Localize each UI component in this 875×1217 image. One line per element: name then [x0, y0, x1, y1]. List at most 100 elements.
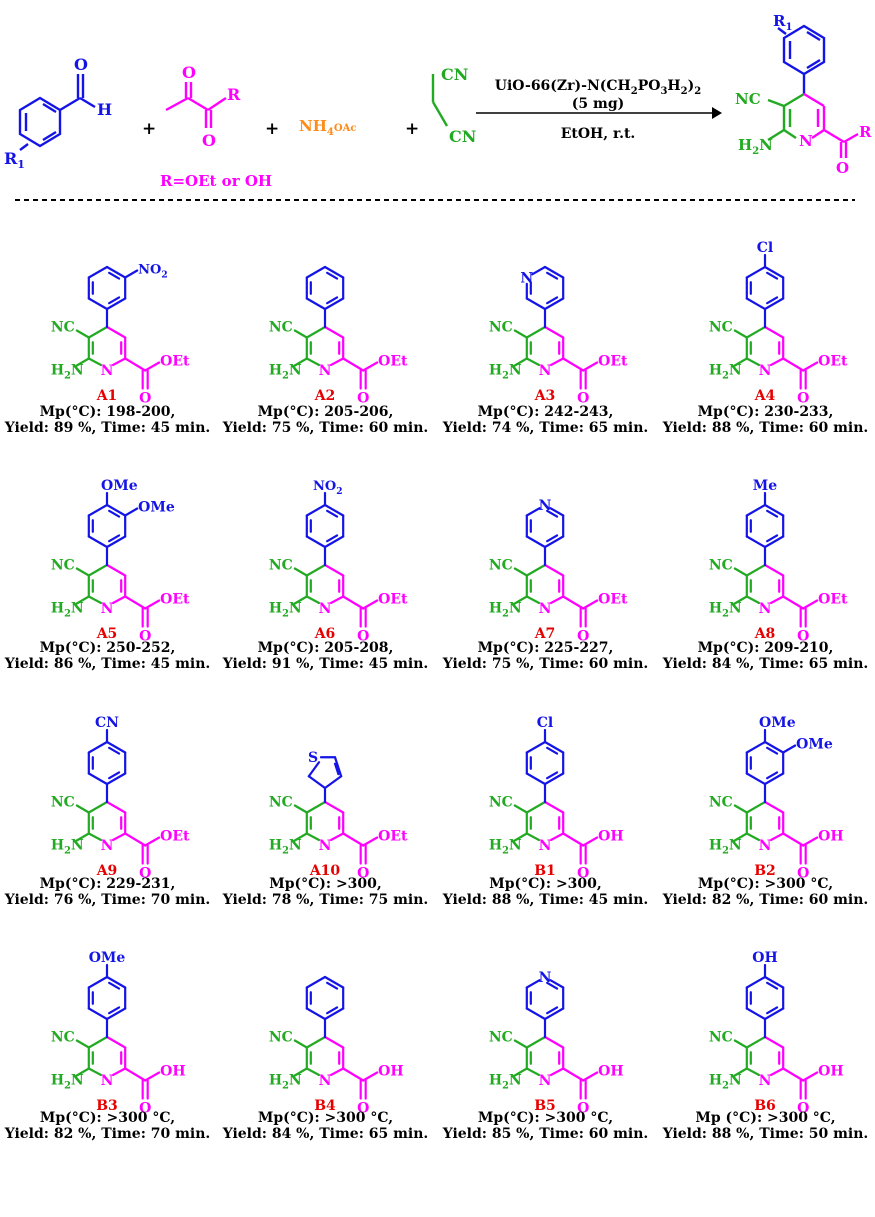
melting-point: Mp(°C): >300, [269, 876, 382, 892]
ester-group-label: OEt [160, 829, 190, 845]
pyridine-n-label: N [759, 601, 772, 617]
melting-point: Mp(°C): 250-252, [39, 640, 176, 656]
bond [293, 357, 308, 367]
substituent-label: CN [95, 715, 119, 731]
bond [305, 1067, 321, 1077]
bond [562, 832, 585, 847]
bond [111, 595, 127, 605]
melting-point: Mp (°C): >300 °C, [695, 1110, 836, 1126]
bond [144, 599, 161, 610]
plus-1: + [142, 119, 156, 139]
carbonyl-o-label: O [139, 1101, 151, 1117]
bond [766, 271, 779, 280]
bond [342, 832, 365, 847]
bond [87, 357, 103, 367]
bond [733, 357, 748, 367]
bond [513, 1039, 528, 1049]
bond [513, 804, 528, 814]
bond [769, 1067, 785, 1077]
bond [546, 271, 559, 280]
bond [329, 832, 345, 842]
ester-group-label: OEt [818, 592, 848, 608]
product-n-label: N [799, 132, 813, 150]
bond [549, 507, 565, 517]
bond [766, 296, 779, 305]
compound-grid: NNCH2NOOEtNO2A1NNCH2NOOEtA2NNCH2NOOEtNA3… [51, 240, 848, 1117]
bond [546, 534, 559, 543]
carbonyl-o-label: O [577, 629, 589, 645]
melting-point: Mp(°C): 205-208, [257, 640, 394, 656]
bond [87, 297, 109, 311]
carbonyl-o-label: O [139, 866, 151, 882]
pyridine-n-label: N [759, 1073, 772, 1089]
bond [111, 832, 127, 842]
bond [87, 740, 109, 754]
bond [546, 981, 559, 990]
bond [293, 567, 308, 577]
yield-time: Yield: 76 %, Time: 70 min. [4, 892, 211, 908]
bond [546, 771, 559, 780]
pyridine-n-label: N [539, 1073, 552, 1089]
cyano-label: NC [709, 1030, 733, 1046]
bond [763, 800, 785, 814]
compound-label: A1 [96, 388, 118, 404]
keto-o-label-1: O [182, 63, 196, 82]
bond [745, 357, 761, 367]
bond [87, 1035, 109, 1049]
compound-caption-a6: Mp(°C): 205-208,Yield: 91 %, Time: 45 mi… [216, 640, 435, 672]
bond [546, 296, 559, 305]
product-o-label: O [836, 159, 849, 177]
ring-n-label: N [520, 271, 533, 287]
bond [525, 800, 547, 814]
bond [802, 361, 819, 372]
ester-group-label: OH [818, 1064, 843, 1080]
substituent-label: Me [753, 478, 777, 494]
aldehyde-r1-label: R1 [4, 149, 25, 171]
amino-label: H2N [709, 1073, 742, 1092]
bond [745, 265, 767, 279]
malononitrile-structure [431, 74, 449, 127]
substituent-label: OH [752, 950, 777, 966]
bond [525, 1035, 547, 1049]
bond [782, 357, 805, 372]
bond [305, 1035, 327, 1049]
yield-time: Yield: 84 %, Time: 65 min. [662, 656, 869, 672]
bond [111, 357, 127, 367]
bond [108, 771, 121, 780]
carbonyl-o-label: O [139, 391, 151, 407]
yield-time: Yield: 84 %, Time: 65 min. [222, 1126, 429, 1142]
ester-group-label: OH [598, 829, 623, 845]
bond [543, 740, 565, 754]
bond [105, 800, 127, 814]
bond [105, 1035, 127, 1049]
compound-caption-a4: Mp(°C): 230-233,Yield: 88 %, Time: 60 mi… [656, 404, 875, 436]
thiophene-s-label: S [308, 750, 318, 766]
cyano-label: NC [51, 320, 75, 336]
bond [525, 297, 547, 311]
bond [342, 357, 365, 372]
bond [582, 1071, 599, 1082]
ketoester-structure [165, 82, 227, 128]
product-h2n-label: H2N [738, 136, 773, 157]
bond [733, 1039, 748, 1049]
product-r1-label: R1 [773, 12, 792, 33]
substituent-label: OMe [759, 715, 796, 731]
pyridine-n-label: N [319, 363, 332, 379]
compound-caption-a3: Mp(°C): 242-243,Yield: 74 %, Time: 65 mi… [436, 404, 655, 436]
bond [326, 981, 339, 990]
compound-label: B4 [314, 1098, 336, 1114]
aldehyde-o-label: O [74, 55, 88, 74]
bond [763, 265, 785, 279]
bond [582, 599, 599, 610]
bond [108, 296, 121, 305]
bond [513, 595, 528, 605]
bond [745, 1007, 767, 1021]
amino-label: H2N [51, 838, 84, 857]
bond [733, 804, 748, 814]
bond [733, 567, 748, 577]
